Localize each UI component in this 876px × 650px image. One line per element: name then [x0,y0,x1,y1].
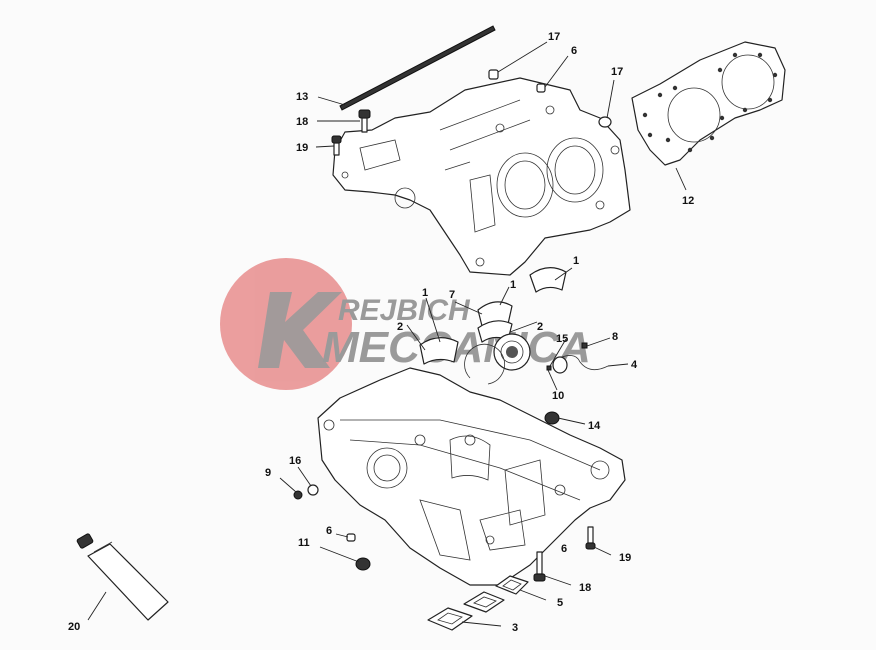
part-17-dowel-b [598,116,612,128]
part-6-plug-b [346,533,356,542]
part-15-pin [546,365,552,371]
lower-crankcase [317,367,626,586]
watermark: REJBICH MECCANICA [220,258,591,390]
callout-11: 11 [298,537,310,549]
callout-13: 13 [296,91,308,103]
callout-10: 10 [552,390,564,402]
part-2-bearing-shell-a [419,337,459,365]
callout-12: 12 [682,195,694,207]
part-20-sealant-tube [76,533,169,621]
callout-9: 9 [265,467,271,479]
callout-2-right: 2 [537,321,543,333]
callout-6-top: 6 [571,45,577,57]
callout-6-right: 6 [561,543,567,555]
callout-1-middle: 1 [510,279,516,291]
callout-18-top: 18 [296,116,308,128]
callout-1-right: 1 [573,255,579,267]
upper-crankcase [332,77,631,276]
callout-19-top: 19 [296,142,308,154]
callout-20: 20 [68,621,80,633]
part-11-drain-plug [355,557,371,571]
callout-5: 5 [557,597,563,609]
callout-18-bottom: 18 [579,582,591,594]
callout-14: 14 [588,420,601,432]
callout-1-left: 1 [422,287,428,299]
part-13-strip [339,25,496,111]
watermark-k-logo [258,292,342,368]
part-snap-ring [464,343,505,385]
part-3-gasket [427,591,505,631]
part-19-bolt-a [331,135,342,156]
watermark-line1: REJBICH [338,294,471,327]
callout-6-left: 6 [326,525,332,537]
callout-17-right: 17 [611,66,623,78]
part-6-plug-a [536,83,546,93]
callout-4: 4 [631,359,638,371]
callout-3: 3 [512,622,518,634]
part-8-pin [581,342,588,349]
callouts: 13 18 19 17 6 17 12 1 1 1 7 2 2 15 8 4 1… [68,31,694,634]
part-12-head-gasket [631,41,786,166]
callout-16: 16 [289,455,301,467]
part-9-screw [293,490,303,500]
callout-8: 8 [612,331,618,343]
part-seal-ring [493,333,531,371]
leader-lines [87,41,687,627]
part-18-bolt-b [533,551,546,582]
callout-17-top: 17 [548,31,560,43]
part-17-dowel-a [488,69,499,80]
part-1-bearing-shell-a [529,267,567,293]
part-5-gasket [495,575,529,595]
callout-15: 15 [556,333,568,345]
callout-7: 7 [449,289,455,301]
part-18-bolt-a [358,109,371,133]
part-19-bolt-b [585,526,596,550]
part-4-oil-pipe [552,355,609,374]
callout-19-bottom: 19 [619,552,631,564]
part-14-plug [544,411,560,425]
callout-2-left: 2 [397,321,403,333]
part-16-washer [307,484,319,496]
